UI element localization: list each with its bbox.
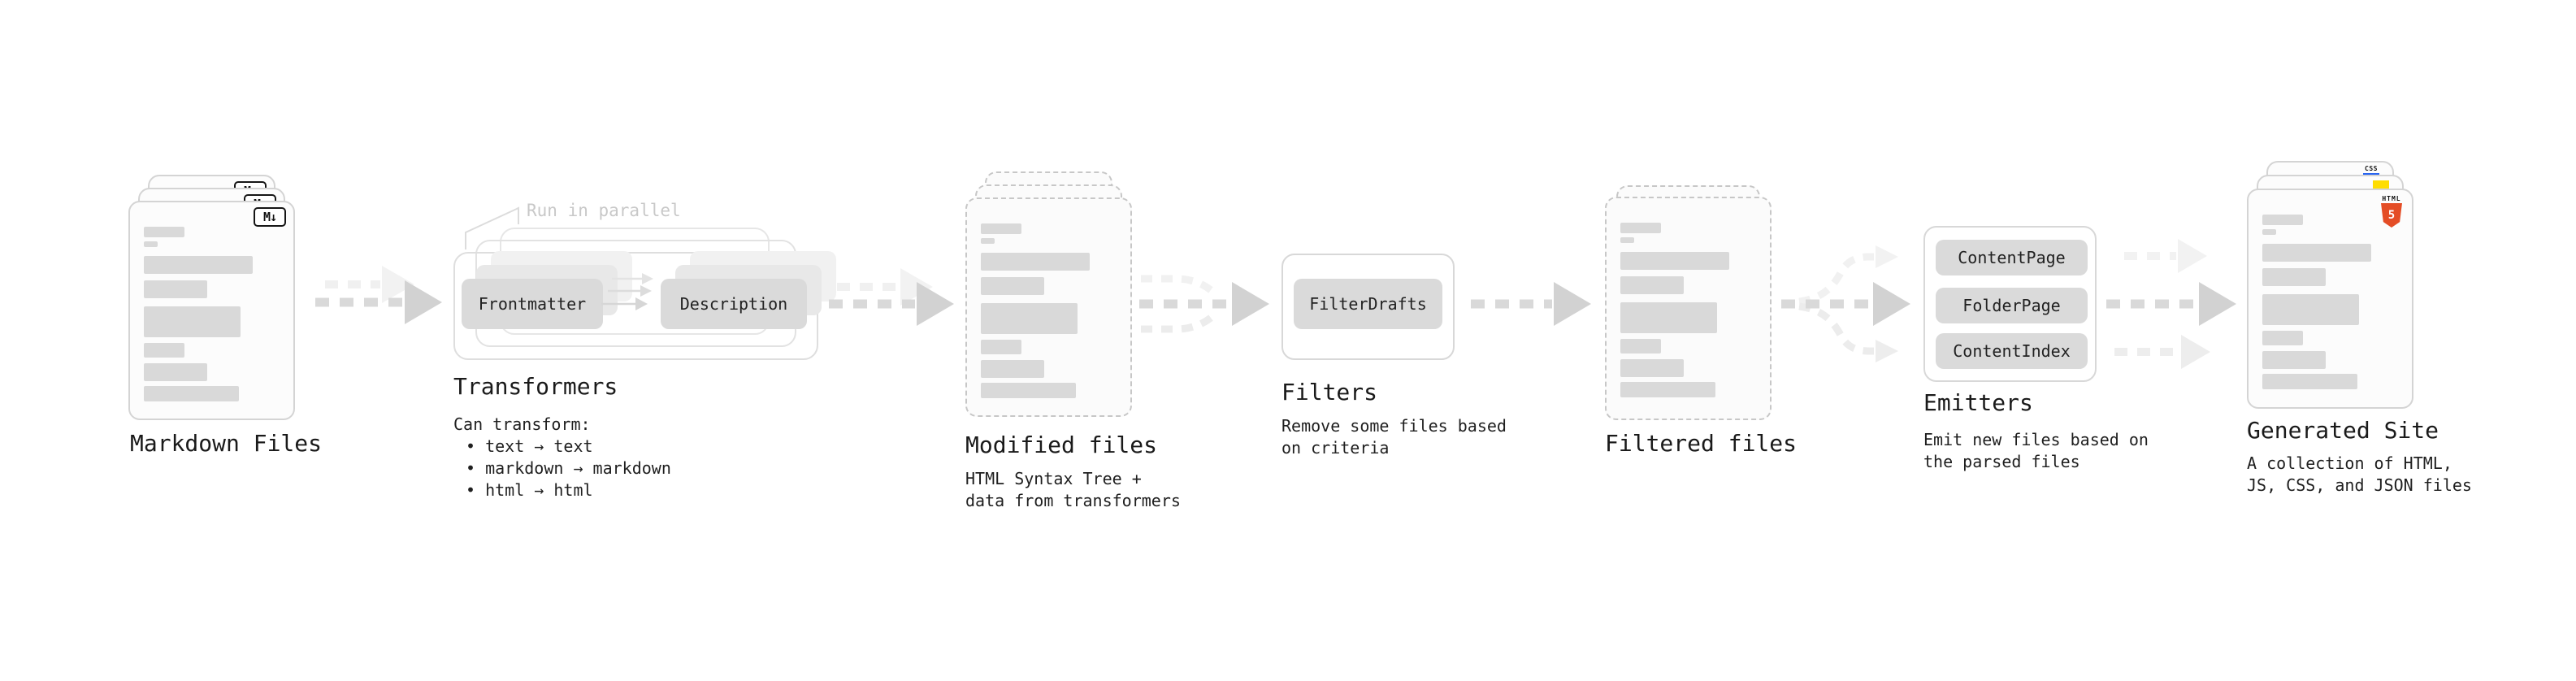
content-line-bar [1620,276,1685,294]
content-line-bar [1620,237,1634,243]
html5-icon-word: HTML [2382,195,2401,202]
arrow-transformers-to-modified [829,268,954,326]
html5-icon-number: 5 [2387,209,2396,222]
content-line-bar [144,227,185,237]
emitter-pill-contentpage: ContentPage [1936,240,2088,275]
content-line-bar [2262,268,2327,286]
css-icon-text: CSS [2365,165,2378,172]
content-line-bar [1620,339,1662,354]
stage-label-emitters: Emitters [1923,389,2033,416]
content-line-bar [2262,229,2276,235]
content-line-bar [981,340,1022,354]
stage-label-filters: Filters [1281,379,1378,406]
filter-pill-filterdrafts: FilterDrafts [1294,279,1442,329]
transformer-pill-frontmatter: Frontmatter [462,279,603,329]
transform-bullet-item: • text → text [466,436,593,456]
js-icon [2373,180,2389,190]
emitter-pill-label: FolderPage [1962,296,2061,315]
css-icon-underline [2363,173,2379,176]
content-line-bar [981,238,995,244]
content-line-bar [2262,374,2357,389]
content-line-bar [2262,351,2327,369]
arrow-markdown-to-transformers [315,266,442,324]
stage-label-generated-site: Generated Site [2247,417,2439,444]
run-in-parallel-annotation: Run in parallel [527,201,681,220]
content-line-bar [2262,215,2304,225]
content-line-bar [1620,302,1717,333]
stage-label-markdown-files: Markdown Files [130,430,323,457]
content-line-bar [144,363,208,381]
content-line-bar [1620,252,1729,270]
transformer-pill-frontmatter-label: Frontmatter [478,294,587,314]
transformer-pill-description: Description [661,279,807,329]
content-line-bar [144,386,239,401]
emitters-box: ContentPage FolderPage ContentIndex [1923,226,2097,382]
file-content-skeleton [981,199,1117,398]
file-card [1605,197,1772,420]
content-line-bar [1620,223,1662,233]
arrow-filtered-to-emitters [1781,245,1910,362]
arrow-modified-to-filters [1139,275,1269,333]
stage-caption-filters: Remove some files based on criteria [1281,416,1507,458]
transform-bullet-item: • html → html [466,480,593,500]
filters-box: FilterDrafts [1281,254,1455,360]
content-line-bar [981,223,1022,234]
content-line-bar [144,306,241,337]
file-content-skeleton [1620,198,1756,397]
stage-label-filtered-files: Filtered files [1605,430,1798,457]
content-line-bar [144,256,253,274]
filter-pill-filterdrafts-label: FilterDrafts [1309,294,1427,314]
content-line-bar [981,303,1078,334]
content-line-bar [981,360,1045,378]
css-icon: CSS [2361,166,2381,176]
emitter-pill-contentindex: ContentIndex [1936,333,2088,369]
content-line-bar [981,253,1090,271]
file-card: HTML 5 [2247,189,2413,409]
stage-caption-transformers-title: Can transform: [453,414,591,434]
stage-caption-generated-site: A collection of HTML, JS, CSS, and JSON … [2247,453,2472,495]
arrow-emitters-to-site [2106,239,2236,369]
file-content-skeleton [2262,190,2398,389]
transformer-pill-description-label: Description [679,294,788,314]
stage-label-modified-files: Modified files [965,432,1158,458]
content-line-bar [144,280,208,298]
content-line-bar [1620,359,1685,377]
transform-bullet-list: • text → text • markdown → markdown • ht… [453,436,671,501]
html5-icon: HTML 5 [2379,195,2405,228]
stage-label-transformers: Transformers [453,373,618,400]
content-line-bar [144,241,158,247]
stage-caption-modified-files: HTML Syntax Tree + data from transformer… [965,469,1181,510]
arrow-filters-to-filtered [1471,282,1591,326]
file-content-skeleton [144,202,280,401]
content-line-bar [1620,382,1715,397]
emitter-pill-folderpage: FolderPage [1936,288,2088,323]
content-line-bar [981,277,1045,295]
content-line-bar [2262,331,2304,345]
markdown-icon: M↓ [254,207,286,227]
content-line-bar [2262,294,2359,325]
markdown-icon-text: M↓ [262,210,277,224]
content-line-bar [981,383,1076,398]
stage-caption-emitters: Emit new files based on the parsed files [1923,430,2149,471]
file-card: M↓ [128,201,295,420]
emitter-pill-label: ContentPage [1958,248,2066,267]
content-line-bar [144,343,185,358]
emitter-pill-label: ContentIndex [1953,341,2071,361]
file-card [965,197,1132,417]
transform-bullet-item: • markdown → markdown [466,458,671,478]
content-line-bar [2262,244,2371,262]
